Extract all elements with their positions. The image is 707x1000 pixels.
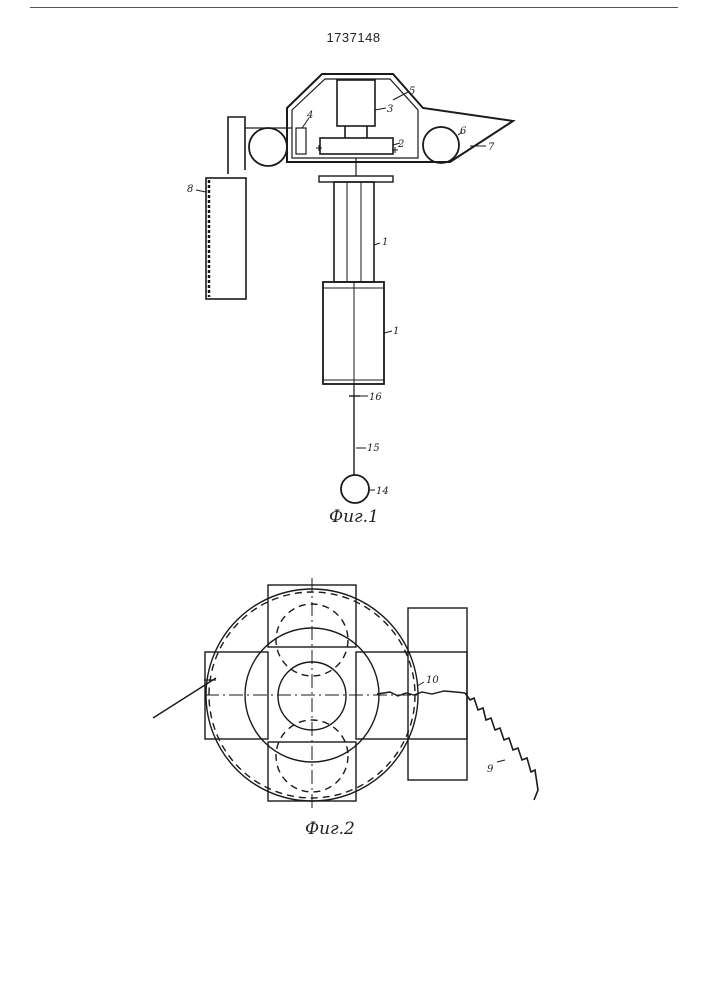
leader-lines bbox=[196, 92, 486, 490]
callout-15: 15 bbox=[367, 443, 380, 454]
callout-4: 4 bbox=[306, 110, 313, 121]
callout-3: 3 bbox=[387, 104, 393, 115]
sensor bbox=[296, 128, 306, 154]
callout-8: 8 bbox=[187, 184, 193, 195]
callout-2: 2 bbox=[397, 139, 404, 150]
callout-1-cylinder: 1 bbox=[393, 326, 399, 337]
figure-1-callouts: 5 3 4 2 6 7 8 1 1 16 15 14 Фиг.1 bbox=[187, 86, 495, 527]
callout-9: 9 bbox=[487, 764, 494, 775]
callout-14: 14 bbox=[376, 486, 389, 497]
counterweight-arm bbox=[228, 117, 245, 174]
callout-5: 5 bbox=[409, 86, 415, 97]
center-lines bbox=[205, 578, 420, 812]
coupling-plate bbox=[320, 138, 393, 154]
bolt-icon bbox=[316, 145, 398, 153]
rope-10 bbox=[377, 691, 465, 696]
flange bbox=[319, 176, 393, 182]
shaft bbox=[334, 182, 374, 282]
cylinder bbox=[323, 282, 384, 384]
ball bbox=[341, 475, 369, 503]
right-roller bbox=[423, 127, 459, 163]
counterweight bbox=[206, 178, 246, 299]
rope-9 bbox=[465, 693, 538, 800]
callout-16: 16 bbox=[369, 392, 382, 403]
callout-7: 7 bbox=[488, 142, 495, 153]
figure-2-caption: Фиг.2 bbox=[305, 819, 355, 839]
callout-1-shaft: 1 bbox=[382, 237, 388, 248]
figure-1 bbox=[196, 74, 513, 503]
motor bbox=[337, 80, 375, 138]
figure-2-callouts: 10 9 Фиг.2 bbox=[305, 675, 494, 839]
callout-10: 10 bbox=[426, 675, 439, 686]
figure-1-caption: Фиг.1 bbox=[329, 507, 379, 527]
left-roller bbox=[249, 128, 287, 166]
callout-6: 6 bbox=[460, 126, 467, 137]
figure-2 bbox=[153, 578, 538, 812]
